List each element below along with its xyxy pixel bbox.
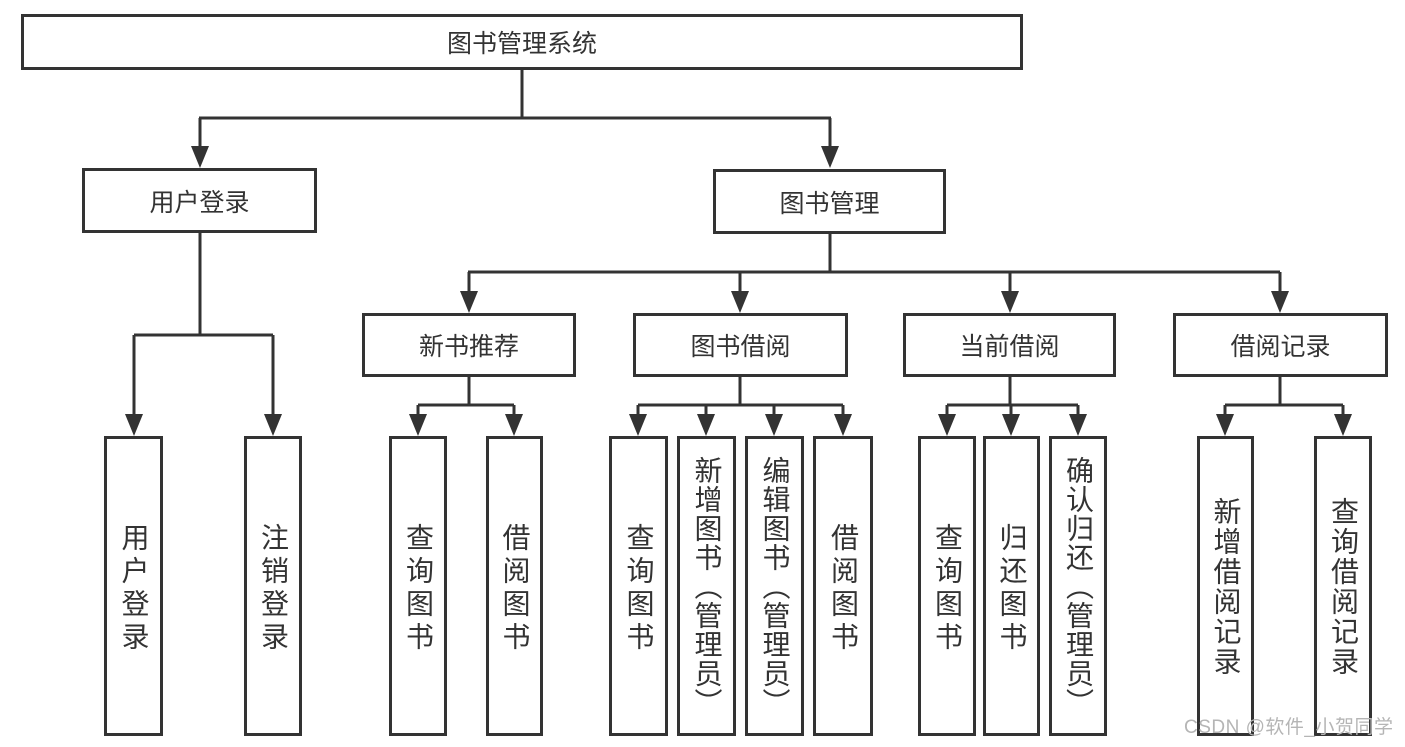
node-label: 图书管理系统 [446,30,597,58]
leaf-add-borrow-record: 新增借阅记录 [1197,436,1254,736]
csdn-watermark: CSDN @软件_小贺同学 [1184,717,1394,738]
leaf-label: 编辑图书（管理员） [759,456,791,717]
leaf-borrow-books: 借阅图书 [813,436,873,736]
leaf-label: 新增借阅记录 [1210,497,1242,677]
leaf-label: 查询图书 [403,522,434,655]
node-current-borrowing: 当前借阅 [903,313,1116,377]
leaf-label: 查询图书 [623,522,655,655]
node-book-borrowing: 图书借阅 [633,313,848,377]
node-label: 图书管理 [779,189,880,218]
node-book-management: 图书管理 [713,169,946,234]
node-label: 新书推荐 [418,333,519,361]
node-label: 用户登录 [149,188,250,217]
leaf-label: 借阅图书 [499,522,531,655]
leaf-label: 查询借阅记录 [1328,497,1359,677]
leaf-return-books: 归还图书 [983,436,1040,736]
leaf-borrow-books-recommend: 借阅图书 [486,436,543,736]
leaf-query-books-current: 查询图书 [918,436,976,736]
leaf-label: 新增图书（管理员） [691,456,723,717]
leaf-label: 查询图书 [932,522,963,655]
node-label: 当前借阅 [959,333,1060,361]
node-new-book-recommend: 新书推荐 [362,313,576,377]
node-borrowing-records: 借阅记录 [1173,313,1388,377]
leaf-query-books-recommend: 查询图书 [389,436,447,736]
leaf-label: 注销登录 [258,522,289,655]
leaf-query-books-borrow: 查询图书 [609,436,668,736]
leaf-label: 归还图书 [996,522,1028,655]
leaf-label: 确认归还（管理员） [1063,456,1094,717]
leaf-label: 用户登录 [118,522,150,655]
node-library-management-system: 图书管理系统 [21,14,1023,70]
leaf-edit-books-admin: 编辑图书（管理员） [745,436,804,736]
node-user-login: 用户登录 [82,168,317,233]
node-label: 借阅记录 [1230,333,1331,361]
leaf-confirm-return-admin: 确认归还（管理员） [1049,436,1107,736]
leaf-label: 借阅图书 [828,522,859,655]
leaf-add-books-admin: 新增图书（管理员） [677,436,736,736]
leaf-logout: 注销登录 [244,436,302,736]
leaf-user-login: 用户登录 [104,436,163,736]
leaf-query-borrow-record: 查询借阅记录 [1314,436,1372,736]
node-label: 图书借阅 [690,333,791,361]
